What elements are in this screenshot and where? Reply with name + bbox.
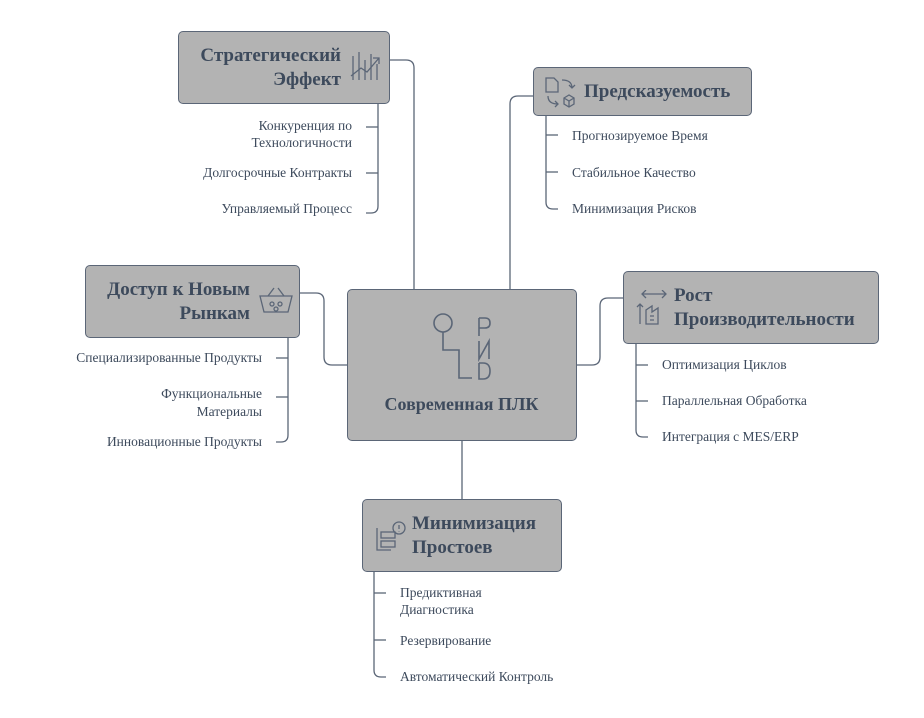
factory-growth-icon (636, 290, 667, 325)
node-downtime-title-line1: Минимизация (412, 513, 536, 534)
predictability-item-1: Прогнозируемое Время (572, 128, 708, 143)
node-markets-title-line2: Рынкам (179, 303, 251, 324)
markets-item-2: Функциональные (161, 386, 262, 401)
node-markets-title-line1: Доступ к Новым (107, 279, 250, 300)
strategic-item-2: Технологичности (251, 135, 352, 150)
productivity-item-1: Оптимизация Циклов (662, 357, 787, 372)
downtime-item-3: Резервирование (400, 633, 492, 648)
node-strategic-title-line1: Стратегический (200, 45, 341, 66)
productivity-item-3: Интеграция с MES/ERP (662, 429, 799, 444)
node-strategic-title-line2: Эффект (273, 69, 341, 90)
predictability-item-3: Минимизация Рисков (572, 201, 697, 216)
node-productivity-title-line2: Производительности (674, 309, 855, 330)
node-new-markets[interactable]: Доступ к Новым Рынкам (85, 265, 300, 338)
node-predictability[interactable]: Предсказуемость (533, 67, 752, 116)
server-alert-icon (376, 521, 406, 551)
downtime-item-2: Диагностика (400, 602, 474, 617)
markets-item-4: Инновационные Продукты (106, 434, 262, 449)
markets-item-1: Специализированные Продукты (76, 350, 262, 365)
basket-icon (259, 287, 293, 313)
downtime-item-1: Предиктивная (400, 585, 482, 600)
document-cube-cycle-icon (545, 77, 576, 108)
node-downtime-minimization[interactable]: Минимизация Простоев (362, 499, 562, 572)
strategic-item-4: Управляемый Процесс (221, 201, 352, 216)
center-title: Современная ПЛК (384, 394, 539, 414)
center-node[interactable]: Современная ПЛК (347, 289, 577, 441)
node-productivity-growth[interactable]: Рост Производительности (623, 271, 879, 344)
downtime-item-4: Автоматический Контроль (400, 669, 554, 684)
productivity-item-2: Параллельная Обработка (662, 393, 807, 408)
markets-item-3: Материалы (196, 404, 262, 419)
node-strategic-effect[interactable]: Стратегический Эффект (178, 31, 390, 104)
growth-chart-icon (350, 52, 380, 80)
node-predictability-title: Предсказуемость (584, 81, 731, 102)
strategic-item-3: Долгосрочные Контракты (203, 165, 352, 180)
pnd-gear-selector-icon (433, 313, 491, 380)
predictability-item-2: Стабильное Качество (572, 165, 696, 180)
strategic-item-1: Конкуренция по (258, 118, 352, 133)
node-productivity-title-line1: Рост (674, 285, 713, 306)
node-downtime-title-line2: Простоев (412, 537, 493, 558)
